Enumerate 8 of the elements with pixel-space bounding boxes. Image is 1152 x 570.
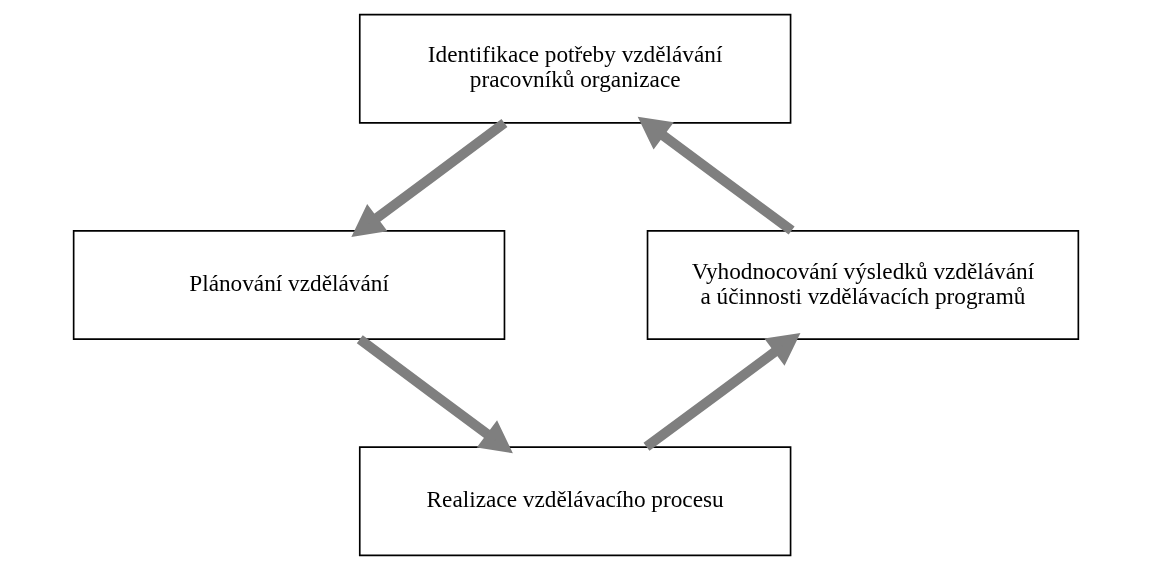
node-box: Identifikace potřeby vzdělávání pracovníků organizace	[358, 13, 792, 124]
arrow	[351, 119, 508, 237]
arrow	[637, 116, 795, 235]
node-box: Realizace vzdělávacího procesu	[358, 446, 792, 557]
node-box: Vyhodnocování výsledků vzdělávání a účinnosti vzdělávacích programů	[646, 230, 1080, 340]
arrow	[643, 332, 801, 451]
node-box: Plánování vzdělávání	[72, 230, 506, 340]
arrow	[356, 335, 513, 454]
